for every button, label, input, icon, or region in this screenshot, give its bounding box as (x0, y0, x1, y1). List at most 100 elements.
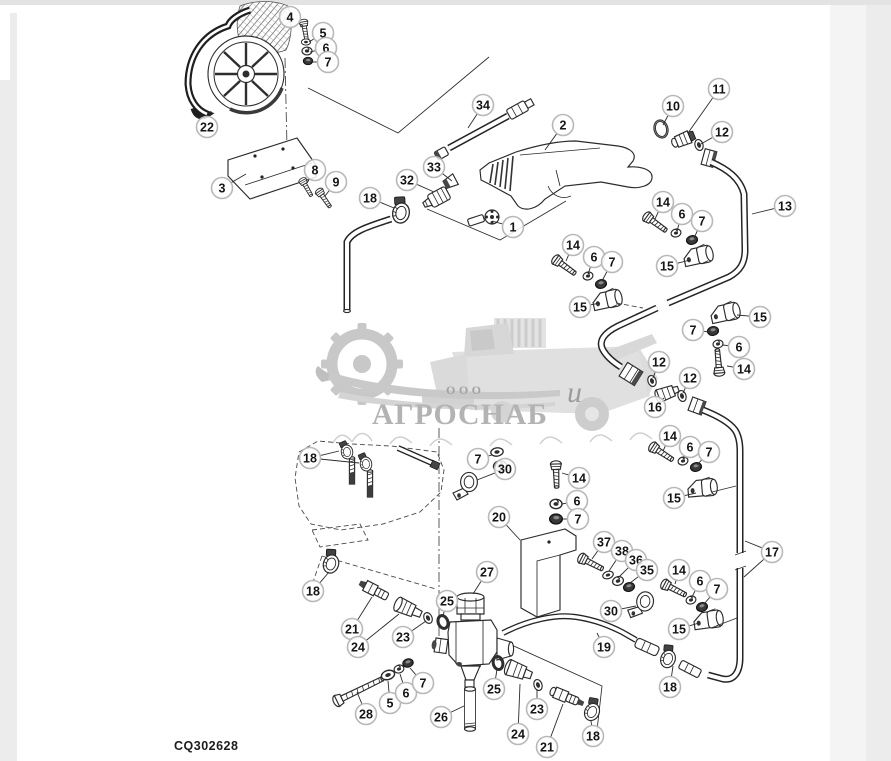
fitting-33 (442, 172, 460, 189)
part-label: 34 (476, 98, 490, 112)
part-label-circle (635, 558, 659, 582)
part-label: 5 (387, 696, 394, 710)
watermark-grass (332, 432, 653, 447)
part-label-circle (705, 577, 729, 601)
part-label-circle (475, 560, 499, 584)
part-label-circle (316, 50, 340, 74)
label-leader-line (621, 605, 637, 610)
part-label-circle (525, 697, 549, 721)
part-label-circle (324, 170, 348, 194)
part-label-circle (697, 440, 721, 464)
right-fitting-chain (490, 654, 606, 724)
fitting-24-right (503, 658, 534, 680)
part-label: 7 (325, 55, 332, 69)
part-label: 17 (765, 545, 779, 559)
label-leader-line (689, 622, 700, 627)
part-label: 18 (586, 729, 600, 743)
bracket-20-group (520, 460, 577, 618)
part-label-circle (346, 635, 370, 659)
part-label: 14 (566, 238, 580, 252)
fitting-21-right (549, 686, 585, 706)
part-label-circle (354, 702, 378, 726)
label-leader-line (442, 173, 453, 182)
gun-body-2 (479, 140, 653, 210)
part-label: 24 (511, 727, 525, 741)
page-top-strip (0, 0, 891, 5)
part-label: 4 (287, 10, 294, 24)
machine-outline-group (294, 439, 445, 548)
spray-gun-assembly (343, 97, 653, 314)
part-label: 6 (574, 494, 581, 508)
union-16-group (645, 373, 689, 404)
hardware-stack-4-5-6-7 (298, 18, 314, 66)
label-leader-line (726, 365, 734, 368)
part-label: 6 (687, 440, 694, 454)
label-leader-line (561, 502, 567, 505)
label-leader-line (722, 344, 729, 347)
page-right-strip-edge (866, 5, 891, 761)
part-label: 30 (604, 604, 618, 618)
part-label: 20 (492, 510, 506, 524)
part-label-circle (658, 675, 682, 699)
part-label-circle (551, 113, 575, 137)
part-label: 16 (648, 400, 662, 414)
label-leader-line (662, 115, 669, 126)
label-leader-line (751, 208, 775, 215)
fitting-11 (671, 130, 697, 148)
part-label-circle (394, 681, 418, 705)
label-leader-line (308, 38, 314, 43)
part-label-circle (429, 705, 453, 729)
watermark: ООО АГРОСНАБ и (315, 318, 658, 447)
part-label-circle (471, 93, 495, 117)
part-label: 6 (697, 574, 704, 588)
part-label-circle (748, 305, 772, 329)
label-leader-line (596, 632, 600, 638)
label-leader-line (590, 720, 592, 726)
label-leader-line (618, 567, 629, 578)
part-label: 27 (480, 565, 494, 579)
drawing-code: CQ302628 (174, 739, 239, 753)
valve-27-assembly (431, 592, 515, 732)
label-leader-line (676, 224, 680, 232)
part-label-circle (661, 94, 685, 118)
label-leader-line (590, 302, 601, 306)
part-label: 6 (323, 41, 330, 55)
part-label: 18 (303, 451, 317, 465)
part-label: 14 (663, 429, 677, 443)
part-label-circle (667, 617, 691, 641)
label-leader-line (743, 558, 765, 578)
pulley-belt-assembly (184, 1, 292, 120)
part-label: 9 (333, 175, 340, 189)
part-label-circle (658, 424, 682, 448)
part-label: 5 (320, 26, 327, 40)
part-label-circle (358, 186, 382, 210)
part-label-circle (568, 295, 592, 319)
watermark-company-prefix: ООО (446, 383, 485, 397)
fitting-32 (422, 186, 451, 208)
fitting-group-10-11-12 (651, 117, 706, 153)
part-label-circle (710, 120, 734, 144)
part-label: 15 (672, 622, 686, 636)
part-label-circle (567, 466, 591, 490)
part-label: 18 (663, 680, 677, 694)
label-leader-line (320, 458, 360, 464)
fitting-21-left (358, 579, 390, 601)
part-label-circle (493, 457, 517, 481)
part-label-circle (760, 540, 784, 564)
part-label: 12 (652, 355, 666, 369)
part-label: 15 (573, 300, 587, 314)
left-fitting-chain (319, 546, 452, 632)
label-leader-line (450, 705, 465, 713)
part-label-circle (378, 691, 402, 715)
part-label: 11 (712, 82, 725, 96)
fitting-1 (467, 209, 500, 227)
part-label: 2 (560, 118, 567, 132)
label-leader-line (744, 540, 762, 549)
part-label: 18 (306, 584, 320, 598)
label-leader-line (409, 667, 417, 675)
part-label: 23 (530, 702, 544, 716)
label-leader-line (696, 459, 702, 466)
wand-34 (433, 97, 535, 161)
